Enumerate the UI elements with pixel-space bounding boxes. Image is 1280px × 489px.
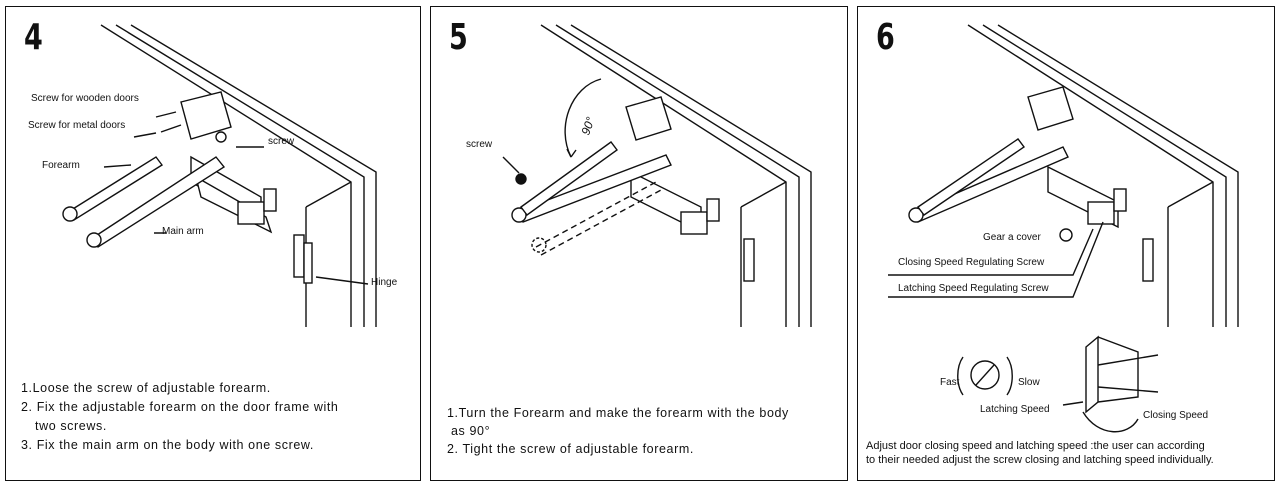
step-5-panel: 5 screw 90° 1.Turn the Forearm and make … xyxy=(430,6,848,481)
step-5-instructions: 1.Turn the Forearm and make the forearm … xyxy=(447,404,789,458)
note-line: to their needed adjust the screw closing… xyxy=(866,454,1214,466)
fast-label: Fast xyxy=(940,377,960,388)
screw-label: screw xyxy=(466,139,493,150)
screw-metal-doors-label: Screw for metal doors xyxy=(28,120,126,131)
instruction-line: 1.Loose the screw of adjustable forearm. xyxy=(21,381,271,395)
instruction-line: as 90° xyxy=(451,424,491,438)
step-4-illustration xyxy=(62,24,377,327)
step-6-illustration xyxy=(888,24,1239,433)
latching-speed-label: Latching Speed xyxy=(980,404,1050,415)
slow-label: Slow xyxy=(1018,377,1040,388)
step-4-panel: 4 Screw for wooden doors Screw for metal… xyxy=(5,6,421,481)
screw-wooden-doors-label: Screw for wooden doors xyxy=(31,93,139,104)
latching-speed-screw-label: Latching Speed Regulating Screw xyxy=(898,283,1049,294)
instruction-line: 1.Turn the Forearm and make the forearm … xyxy=(447,406,789,420)
forearm-label: Forearm xyxy=(42,160,80,171)
hinge-label: Hinge xyxy=(371,277,398,288)
instruction-line: 3. Fix the main arm on the body with one… xyxy=(21,438,314,452)
instruction-line: 2. Fix the adjustable forearm on the doo… xyxy=(21,400,339,414)
step-number: 5 xyxy=(449,17,468,58)
step-6-note: Adjust door closing speed and latching s… xyxy=(866,439,1214,467)
screw-label: screw xyxy=(268,136,295,147)
instruction-line: two screws. xyxy=(35,419,107,433)
note-line: Adjust door closing speed and latching s… xyxy=(866,440,1205,452)
main-arm-label: Main arm xyxy=(162,226,204,237)
closing-speed-screw-label: Closing Speed Regulating Screw xyxy=(898,257,1045,268)
instruction-line: 2. Tight the screw of adjustable forearm… xyxy=(447,442,694,456)
step-number: 6 xyxy=(876,17,895,58)
step-number: 4 xyxy=(24,17,43,58)
gear-cover-label: Gear a cover xyxy=(983,232,1041,243)
step-4-instructions: 1.Loose the screw of adjustable forearm.… xyxy=(21,379,338,455)
step-5-illustration xyxy=(502,24,812,327)
step-6-panel: 6 Gear a cover Closing Speed Regulating … xyxy=(857,6,1275,481)
closing-speed-label: Closing Speed xyxy=(1143,410,1209,421)
